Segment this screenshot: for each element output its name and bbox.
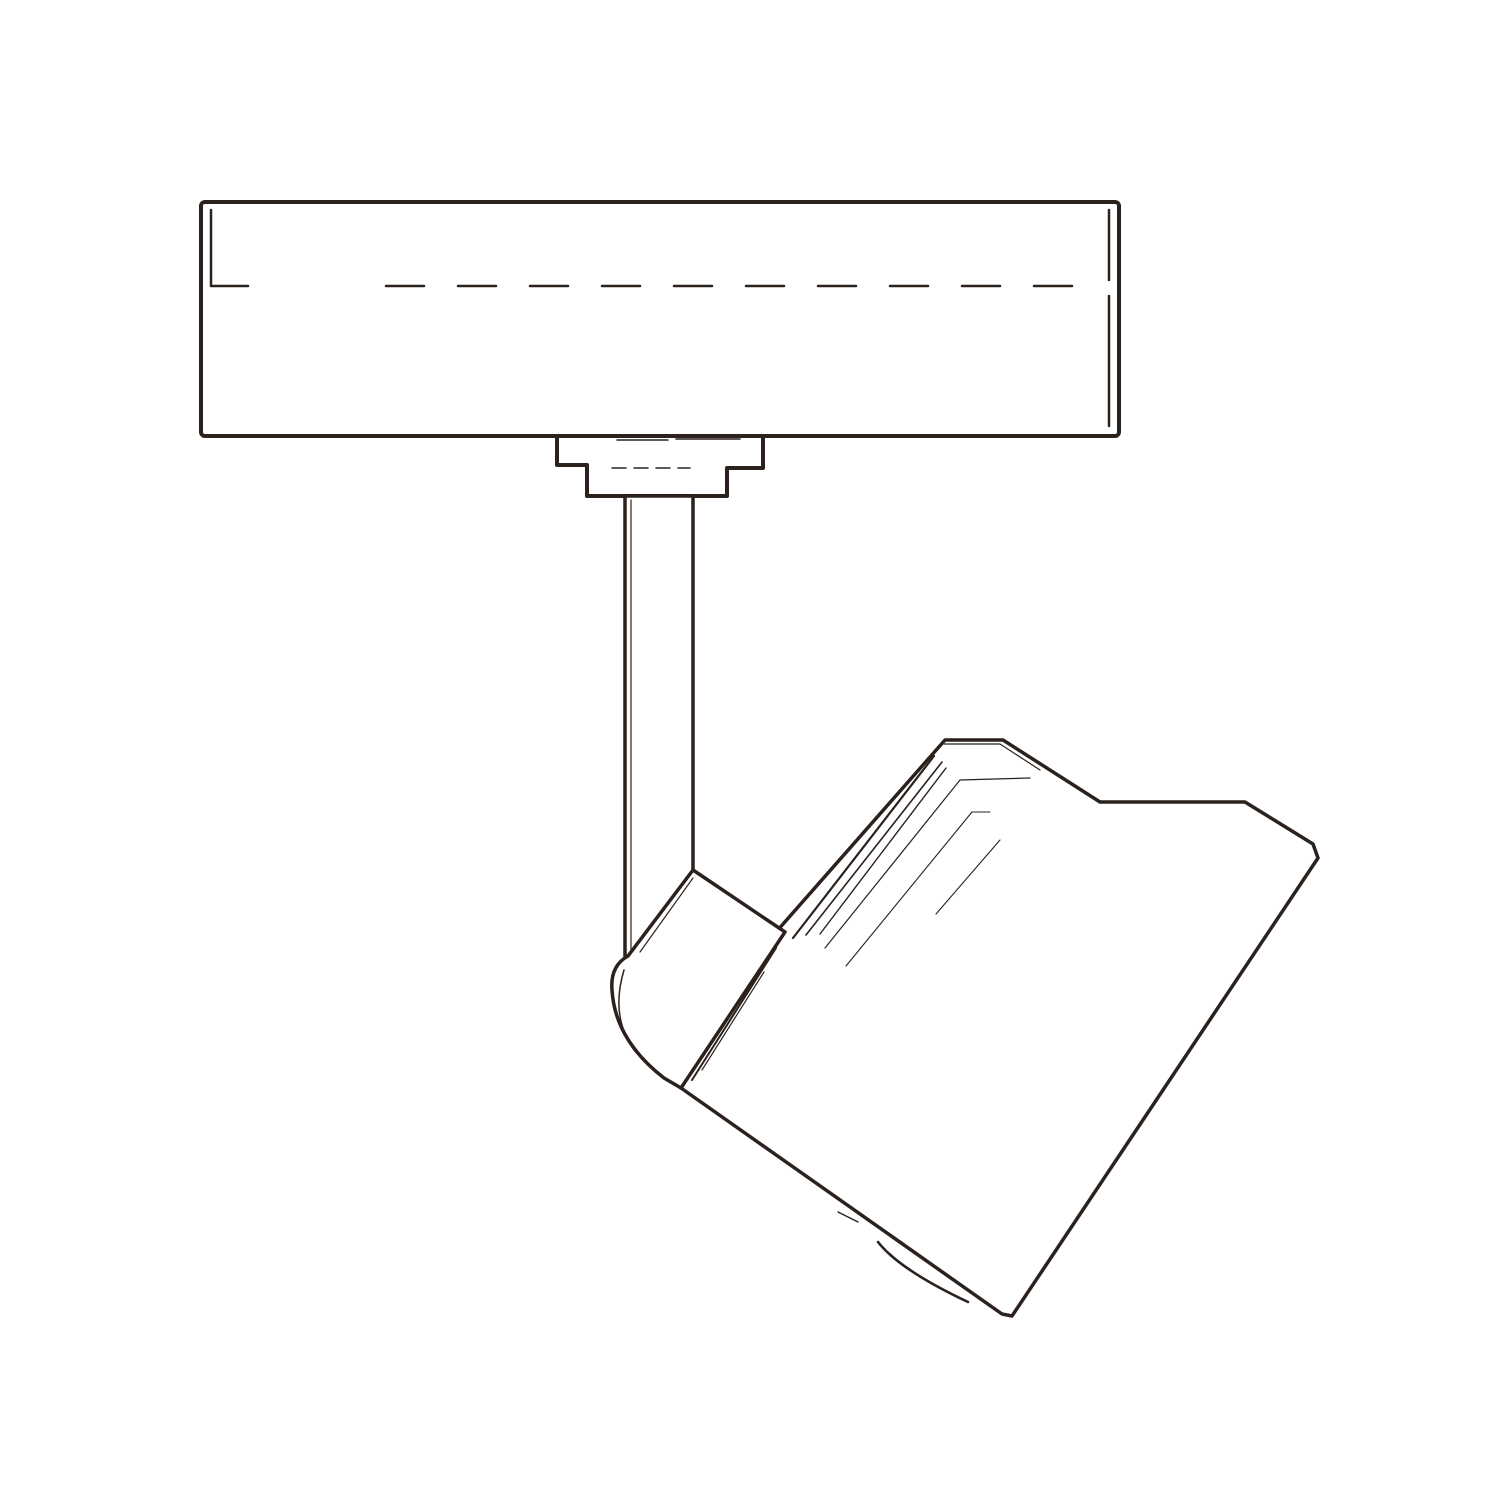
connector-highlight-top [616, 438, 741, 441]
rib-line-3 [819, 767, 947, 935]
lens-accent-1 [876, 1240, 970, 1304]
lamp-body [679, 738, 1320, 1318]
adapter-inner-left-edge [209, 208, 250, 288]
rib-line-5 [845, 811, 991, 967]
track-adapter [199, 200, 1121, 438]
yoke-inner-curve [618, 969, 629, 1041]
lamp-yoke [610, 868, 787, 1090]
bezel-edge-1 [691, 947, 777, 1081]
bezel-edge-2 [701, 971, 765, 1071]
lens-accent-2 [837, 1211, 859, 1223]
adapter-housing [199, 200, 1121, 438]
stepped-connector [555, 434, 765, 498]
rib-line-1 [791, 754, 936, 940]
connector-steps [555, 434, 765, 498]
rib-line-4 [824, 777, 1031, 949]
body-top-step [943, 743, 1041, 771]
yoke-inner-edge [639, 877, 694, 953]
rib-line-2 [805, 761, 943, 936]
rib-line-6 [935, 839, 1001, 915]
lamp-head [610, 738, 1320, 1318]
